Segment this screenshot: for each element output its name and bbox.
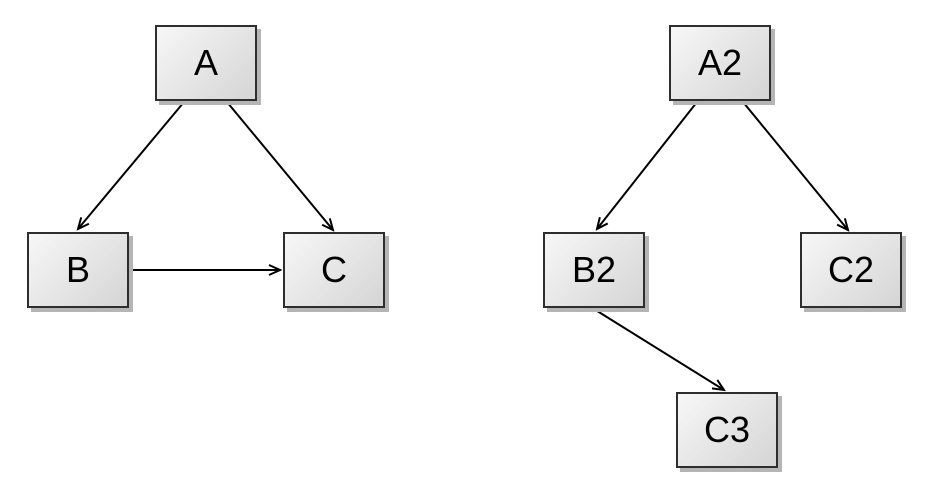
node-c2[interactable]: C2 (800, 232, 902, 308)
node-c3[interactable]: C3 (676, 392, 778, 468)
node-label: A (193, 42, 218, 83)
node-b[interactable]: B (27, 232, 129, 308)
edge-b2-c3[interactable] (593, 308, 724, 390)
edge-a2-c2[interactable] (742, 101, 848, 230)
node-label: C3 (703, 409, 751, 450)
node-label: C (321, 249, 347, 290)
node-a2[interactable]: A2 (669, 25, 771, 101)
edge-a-c[interactable] (226, 101, 333, 230)
node-c[interactable]: C (283, 232, 385, 308)
node-a[interactable]: A (155, 25, 257, 101)
node-label: C2 (827, 249, 875, 290)
node-label: B (65, 249, 90, 290)
edge-a2-b2[interactable] (597, 101, 698, 229)
node-b2[interactable]: B2 (543, 232, 645, 308)
edge-a-b[interactable] (78, 101, 185, 229)
node-label: B2 (571, 249, 617, 290)
node-label: A2 (697, 42, 743, 83)
